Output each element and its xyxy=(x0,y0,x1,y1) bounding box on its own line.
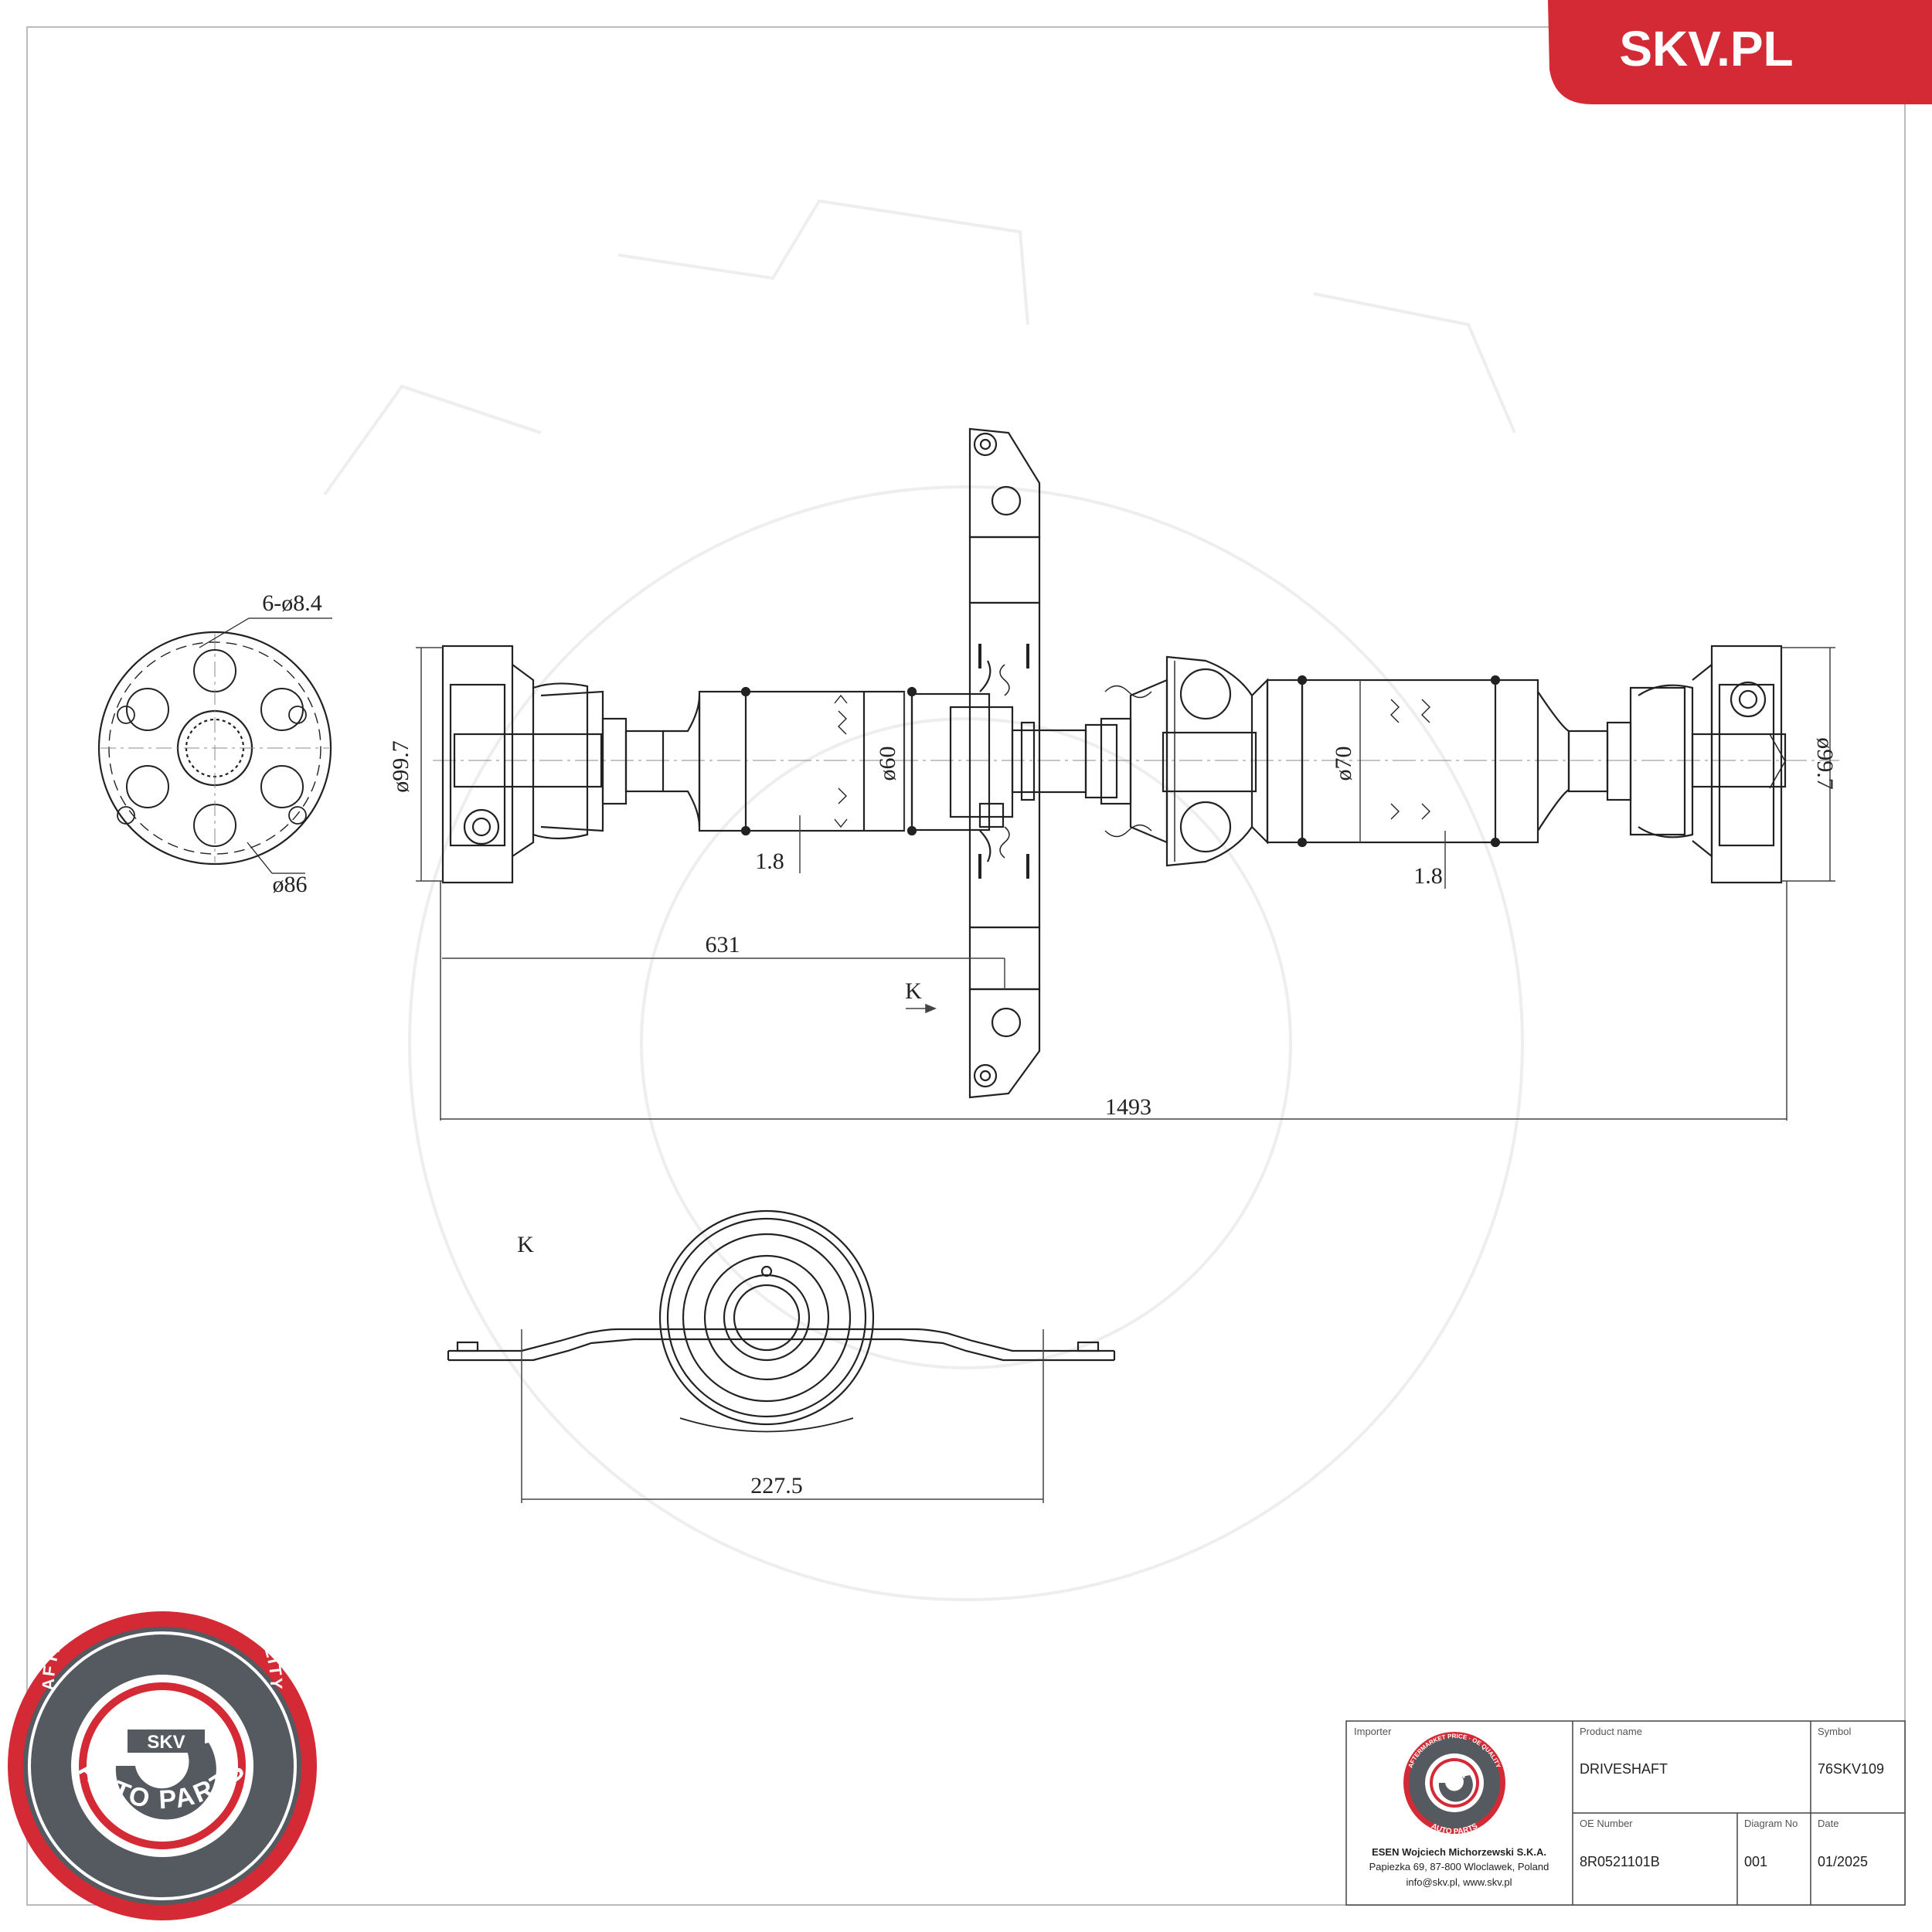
date-value: 01/2025 xyxy=(1818,1854,1868,1869)
rear-tube xyxy=(1251,675,1609,848)
mini-stamp-logo-label: SKV xyxy=(1452,1772,1467,1780)
importer-contact: info@skv.pl, www.skv.pl xyxy=(1406,1876,1512,1888)
bolt-hole xyxy=(126,649,304,847)
diagram-no-value: 001 xyxy=(1744,1854,1767,1869)
diagram-no-label: Diagram No xyxy=(1744,1818,1798,1829)
bracket-dimension-lines xyxy=(521,1329,1044,1503)
left-flange-diameter-label: ø99.7 xyxy=(388,740,413,793)
center-bearing xyxy=(910,660,1118,862)
bearing-position-label: 631 xyxy=(706,932,740,957)
oe-number-value: 8R0521101B xyxy=(1580,1854,1660,1869)
date-label: Date xyxy=(1818,1818,1838,1829)
watermark-gear xyxy=(323,199,1524,1601)
product-name-label: Product name xyxy=(1580,1726,1642,1737)
stamp-logo-label: SKV xyxy=(147,1732,185,1753)
bearing-bracket-side xyxy=(968,427,1041,1099)
rear-tube-diameter-label: ø70 xyxy=(1331,747,1356,781)
symbol-value: 76SKV109 xyxy=(1818,1761,1884,1777)
right-flange xyxy=(1606,645,1787,884)
front-tube xyxy=(624,686,917,836)
holes-dimension-label: 6-ø8.4 xyxy=(262,590,322,616)
symbol-label: Symbol xyxy=(1818,1726,1851,1737)
importer-label: Importer xyxy=(1354,1726,1392,1737)
product-name-value: DRIVESHAFT xyxy=(1580,1761,1668,1777)
oe-number-label: OE Number xyxy=(1580,1818,1633,1829)
front-gap-label: 1.8 xyxy=(755,849,784,874)
rear-gap-label: 1.8 xyxy=(1413,863,1443,889)
title-block: Importer SKV AFTERMARKET PRICE · OE QUAL… xyxy=(1345,1720,1906,1906)
importer-logo-stamp: SKV AFTERMARKET PRICE · OE QUALITY AUTO … xyxy=(1403,1732,1505,1836)
bearing-bracket-front-view xyxy=(447,1209,1116,1433)
dimension-lines xyxy=(416,647,1835,1121)
right-flange-diameter-label: ø99.7 xyxy=(1812,737,1838,790)
flange-end-view xyxy=(97,617,332,874)
section-label: K xyxy=(517,1232,534,1257)
drawing-frame xyxy=(26,26,1906,1906)
total-length-label: 1493 xyxy=(1105,1094,1151,1120)
left-cv-joint xyxy=(453,682,628,840)
left-flange xyxy=(441,645,535,884)
brand-tab[interactable]: SKV.PL xyxy=(1548,0,1932,104)
importer-address: Papiezka 69, 87-800 Wloclawek, Poland xyxy=(1369,1861,1549,1872)
bolt-circle-dimension-label: ø86 xyxy=(273,872,308,897)
bracket-width-label: 227.5 xyxy=(750,1473,803,1498)
importer-name: ESEN Wojciech Michorzewski S.K.A. xyxy=(1372,1846,1546,1858)
skv-quality-stamp: SKV AFTERMARKET PRICE · OE QUALITY AUTO … xyxy=(8,1561,317,1920)
view-marker-label: K xyxy=(905,978,922,1004)
driveshaft-side-view xyxy=(433,427,1839,1099)
front-tube-diameter-label: ø60 xyxy=(875,747,900,781)
small-hole xyxy=(117,706,307,825)
brand-site-label: SKV.PL xyxy=(1619,21,1793,77)
